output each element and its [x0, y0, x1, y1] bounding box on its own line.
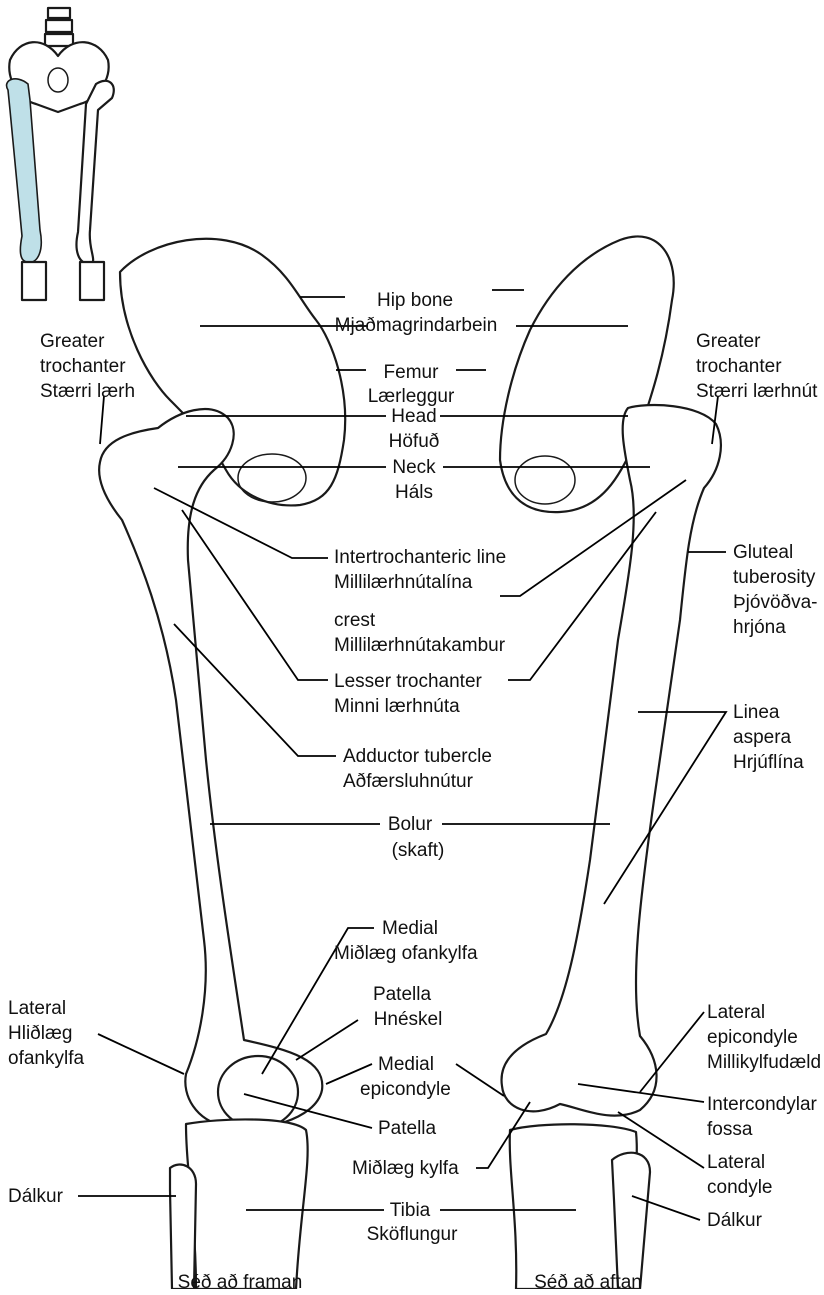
label-fibula-left: Dálkur — [8, 1186, 63, 1207]
posterior-femur — [498, 235, 722, 1289]
label-adductor-tubercle: Adductor tubercle — [343, 746, 492, 767]
anterior-fibula — [168, 1163, 198, 1289]
label-neck-is: Háls — [394, 482, 433, 503]
intercondylar-line1: Intercondylar — [707, 1094, 817, 1115]
gt-left-line3: Stærri lærh — [40, 381, 136, 402]
lat-epi-line2: epicondyle — [707, 1027, 798, 1048]
medial-epicondyle-line2: epicondyle — [360, 1079, 451, 1100]
label-hip-bone: Hip bone — [376, 290, 454, 311]
label-tibia: Tibia — [389, 1200, 431, 1221]
caption-anterior: Séð að framan — [177, 1272, 303, 1293]
label-head: Head — [391, 406, 437, 427]
gt-right-line3: Stærri lærhnút — [696, 381, 818, 402]
label-lateral-left: Lateral Hliðlæg ofankylfa — [8, 996, 84, 1071]
label-tibia-is: Sköflungur — [366, 1224, 458, 1245]
label-lesser-trochanter: Lesser trochanter — [334, 671, 482, 692]
label-femur: Femur — [383, 362, 439, 383]
label-lateral-condyle: Lateral condyle — [707, 1150, 773, 1200]
posterior-femur-bone — [500, 403, 722, 1117]
gt-right-line2: trochanter — [696, 356, 782, 377]
label-greater-trochanter-right: Greater trochanter Stærri lærhnút — [696, 329, 817, 404]
lateral-left-line1: Lateral — [8, 998, 67, 1019]
label-lesser-trochanter-is: Minni lærhnúta — [334, 696, 460, 717]
lateral-left-line3: ofankylfa — [8, 1048, 85, 1069]
label-head-is: Höfuð — [388, 431, 440, 452]
lat-condyle-line1: Lateral — [707, 1152, 766, 1173]
gt-left-line2: trochanter — [40, 356, 126, 377]
gt-left-line1: Greater — [40, 331, 105, 352]
leader-lines — [78, 289, 728, 1221]
label-linea-aspera: Linea aspera Hrjúflína — [733, 700, 804, 775]
gluteal-line1: Gluteal — [733, 542, 794, 563]
anterior-femur — [98, 237, 347, 1289]
lateral-left-line2: Hliðlæg — [8, 1023, 73, 1044]
label-medial-condyle: Miðlæg kylfa — [352, 1158, 459, 1179]
inset-skeleton — [5, 6, 115, 302]
anterior-hip-bone — [118, 237, 347, 507]
label-intercondylar-fossa: Intercondylar fossa — [707, 1092, 817, 1142]
medial-epicondyle-line1: Medial — [378, 1054, 434, 1075]
lat-epi-line3: Millikylfudæld — [707, 1052, 822, 1073]
label-medial: Medial — [382, 918, 438, 939]
label-medial-is: Miðlæg ofankylfa — [334, 943, 478, 964]
lat-epi-line1: Lateral — [707, 1002, 766, 1023]
label-gluteal-tuberosity: Gluteal tuberosity Þjóvöðva- hrjóna — [733, 540, 818, 640]
label-fibula-right: Dálkur — [707, 1210, 762, 1231]
label-patella-top-is: Hnéskel — [373, 1009, 443, 1030]
gluteal-line3: Þjóvöðva- — [733, 592, 818, 613]
label-lateral-epicondyle: Lateral epicondyle Millikylfudæld — [707, 1000, 821, 1075]
label-intertrochanteric-line-is: Millilærhnútalína — [334, 572, 473, 593]
gluteal-line2: tuberosity — [733, 567, 816, 588]
label-greater-trochanter-left: Greater trochanter Stærri lærh — [40, 329, 135, 404]
linea-line1: Linea — [733, 702, 780, 723]
label-medial-epicondyle: Medial epicondyle — [360, 1052, 451, 1102]
anterior-tibia — [184, 1118, 309, 1289]
label-patella-top: Patella — [372, 984, 432, 1005]
anterior-femur-bone — [98, 408, 324, 1130]
label-hip-bone-is: Mjaðmagrindarbein — [334, 315, 498, 336]
caption-posterior: Séð að aftan — [534, 1272, 642, 1293]
label-crest-is: Millilærhnútakambur — [334, 635, 506, 656]
lat-condyle-line2: condyle — [707, 1177, 773, 1198]
label-femur-is: Lærleggur — [367, 386, 455, 407]
label-intertrochanteric-line: Intertrochanteric line — [334, 547, 507, 568]
gt-right-line1: Greater — [696, 331, 761, 352]
gluteal-line4: hrjóna — [733, 617, 786, 638]
label-crest: crest — [334, 610, 376, 631]
anterior-patella — [216, 1054, 300, 1130]
intercondylar-line2: fossa — [707, 1119, 753, 1140]
label-shaft: Bolur — [387, 814, 433, 835]
label-adductor-tubercle-is: Aðfærsluhnútur — [343, 771, 473, 792]
linea-line2: aspera — [733, 727, 792, 748]
linea-line3: Hrjúflína — [733, 752, 804, 773]
label-shaft-is: (skaft) — [391, 840, 445, 861]
label-neck: Neck — [392, 457, 436, 478]
label-patella: Patella — [378, 1118, 437, 1139]
posterior-fibula — [610, 1151, 652, 1289]
